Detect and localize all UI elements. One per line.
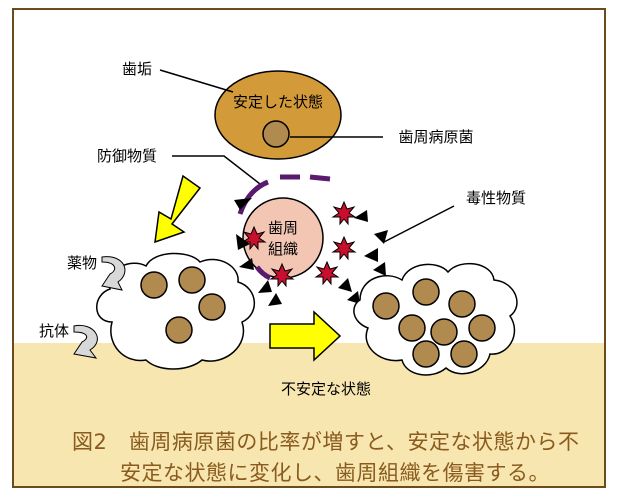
tissue-label-line2: 組織	[268, 240, 298, 258]
stable-state-label: 安定した状態	[233, 93, 323, 111]
yellow-arrow-right	[269, 310, 342, 362]
drug-curved-arrow	[101, 256, 126, 291]
unstable-state-label: 不安定な状態	[281, 380, 371, 398]
yellow-arrow-down	[154, 174, 202, 244]
caption-line1: 図2 歯周病原菌の比率が増すと、安定な状態から不	[72, 430, 580, 454]
defense-barrier-dashes	[237, 174, 331, 281]
bacteria-left	[140, 266, 226, 344]
plaque-cluster-right	[353, 262, 518, 376]
bacteria-right	[372, 278, 496, 368]
figure-frame: 安定した状態 歯垢 歯周病原菌 防御物質 歯周 組織	[12, 8, 606, 488]
black-arrowheads	[234, 198, 388, 306]
toxin-label: 毒性物質	[466, 189, 526, 207]
drug-label: 薬物	[67, 254, 97, 272]
plaque-pointer	[159, 69, 234, 93]
pathogen-label: 歯周病原菌	[398, 128, 473, 146]
defense-pointer	[172, 155, 261, 185]
tissue-label-line1: 歯周	[268, 219, 298, 237]
pathogen-in-stable	[262, 120, 290, 148]
antibody-label: 抗体	[39, 322, 69, 340]
defense-substance-label: 防御物質	[97, 147, 157, 165]
toxin-pointer	[383, 205, 455, 243]
antibody-curved-arrow	[73, 324, 98, 359]
bottom-band	[14, 343, 604, 486]
plaque-label: 歯垢	[122, 60, 152, 78]
caption-line2: 安定な状態に変化し、歯周組織を傷害する。	[120, 461, 550, 485]
periodontal-diagram: 安定した状態 歯垢 歯周病原菌 防御物質 歯周 組織	[14, 60, 604, 486]
